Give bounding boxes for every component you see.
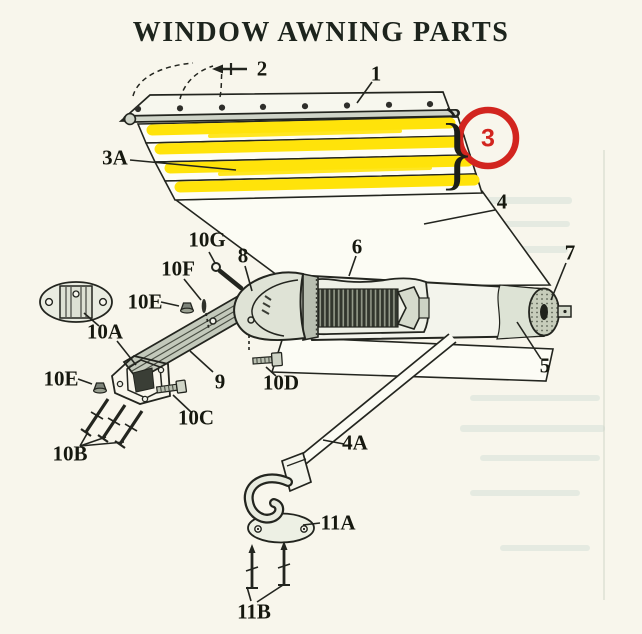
nut-fastener-lower [92, 382, 108, 394]
part-label-10d: 10D [262, 370, 300, 395]
arm-pin-hole [209, 317, 217, 325]
spring-cutaway [298, 277, 430, 336]
hook-screws [245, 541, 291, 589]
part-label-10c: 10C [177, 405, 215, 430]
leader-lines [77, 81, 567, 603]
plug-center-slot [540, 304, 548, 320]
slat-yellow-highlight [146, 117, 480, 193]
part-label-6: 6 [351, 234, 363, 259]
rail-screw-holes [134, 101, 434, 113]
part-label-11a: 11A [320, 510, 356, 535]
bolt-long [252, 351, 283, 367]
part-label-3: 3 [481, 124, 495, 153]
dashed-screw-leaders [132, 62, 223, 100]
part-label-10b: 10B [52, 441, 88, 466]
screw-indicator-icon [212, 63, 247, 75]
part-label-5: 5 [539, 353, 551, 378]
awning-fabric-sheet [173, 190, 552, 288]
slats-group-brace: } [439, 106, 475, 198]
wall-plate-bracket [39, 281, 113, 323]
part-label-10f: 10F [161, 256, 195, 281]
mounting-nails [80, 398, 144, 449]
part-label-9: 9 [214, 369, 226, 394]
highlight-circle [456, 106, 520, 170]
page-title: WINDOW AWNING PARTS [132, 17, 510, 48]
part-label-4a: 4A [342, 430, 368, 455]
part-label-1: 1 [370, 61, 382, 86]
end-cap-housing [233, 271, 319, 342]
cap-collar [302, 273, 319, 341]
part-label-8: 8 [237, 243, 249, 268]
wall-hook [243, 473, 293, 524]
spring-coil [311, 288, 399, 328]
bolt-short [155, 379, 188, 394]
part-label-10g: 10G [188, 227, 226, 252]
part-label-10a: 10A [86, 319, 124, 344]
part-label-10e-lower: 10E [43, 366, 79, 391]
part-label-4: 4 [496, 189, 508, 214]
nut-fastener-upper [179, 302, 195, 314]
pull-strap [280, 333, 457, 493]
part-label-7: 7 [564, 240, 576, 265]
part-label-10e-upper: 10E [127, 289, 163, 314]
cap-embossing [261, 295, 272, 315]
part-label-3a: 3A [102, 145, 128, 170]
spring-end-fitting [396, 286, 425, 330]
part-label-2: 2 [256, 56, 268, 81]
part-label-11b: 11B [237, 599, 271, 624]
washer-pin [201, 299, 207, 313]
hinge-pin [211, 262, 244, 291]
